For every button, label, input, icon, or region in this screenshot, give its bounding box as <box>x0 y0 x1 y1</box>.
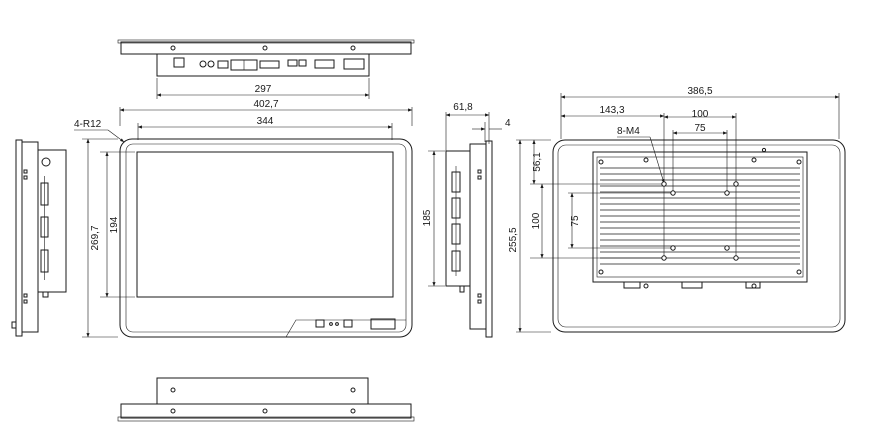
right-side-view: 61,8 4 185 <box>422 102 511 338</box>
top-view: 297 <box>117 39 415 99</box>
dim-269-7: 269,7 <box>90 225 101 250</box>
left-side-view <box>11 139 67 337</box>
dim-100-h: 100 <box>692 109 709 120</box>
dim-8-m4: 8-M4 <box>617 126 640 137</box>
dim-143-3: 143,3 <box>599 105 624 116</box>
dim-75-h: 75 <box>694 123 706 134</box>
dim-100-v: 100 <box>531 212 542 229</box>
dim-255-5: 255,5 <box>508 227 519 252</box>
dim-4-r12: 4-R12 <box>74 119 102 130</box>
dim-61-8: 61,8 <box>453 102 473 113</box>
dim-75-v: 75 <box>570 215 581 227</box>
dim-56-1: 56,1 <box>532 152 543 172</box>
dim-297: 297 <box>255 84 272 95</box>
front-view: 402,7 344 4-R12 269,7 194 <box>74 99 413 338</box>
dim-4: 4 <box>505 118 511 129</box>
dim-386-5: 386,5 <box>687 86 712 97</box>
dim-194: 194 <box>109 216 120 233</box>
heatsink-fins <box>600 167 800 265</box>
bottom-view <box>117 377 415 422</box>
dim-344: 344 <box>257 116 274 127</box>
dim-402-7: 402,7 <box>253 99 278 110</box>
dim-185: 185 <box>422 209 433 226</box>
rear-view: 386,5 143,3 100 75 8-M4 255,5 56,1 100 7… <box>508 86 846 333</box>
